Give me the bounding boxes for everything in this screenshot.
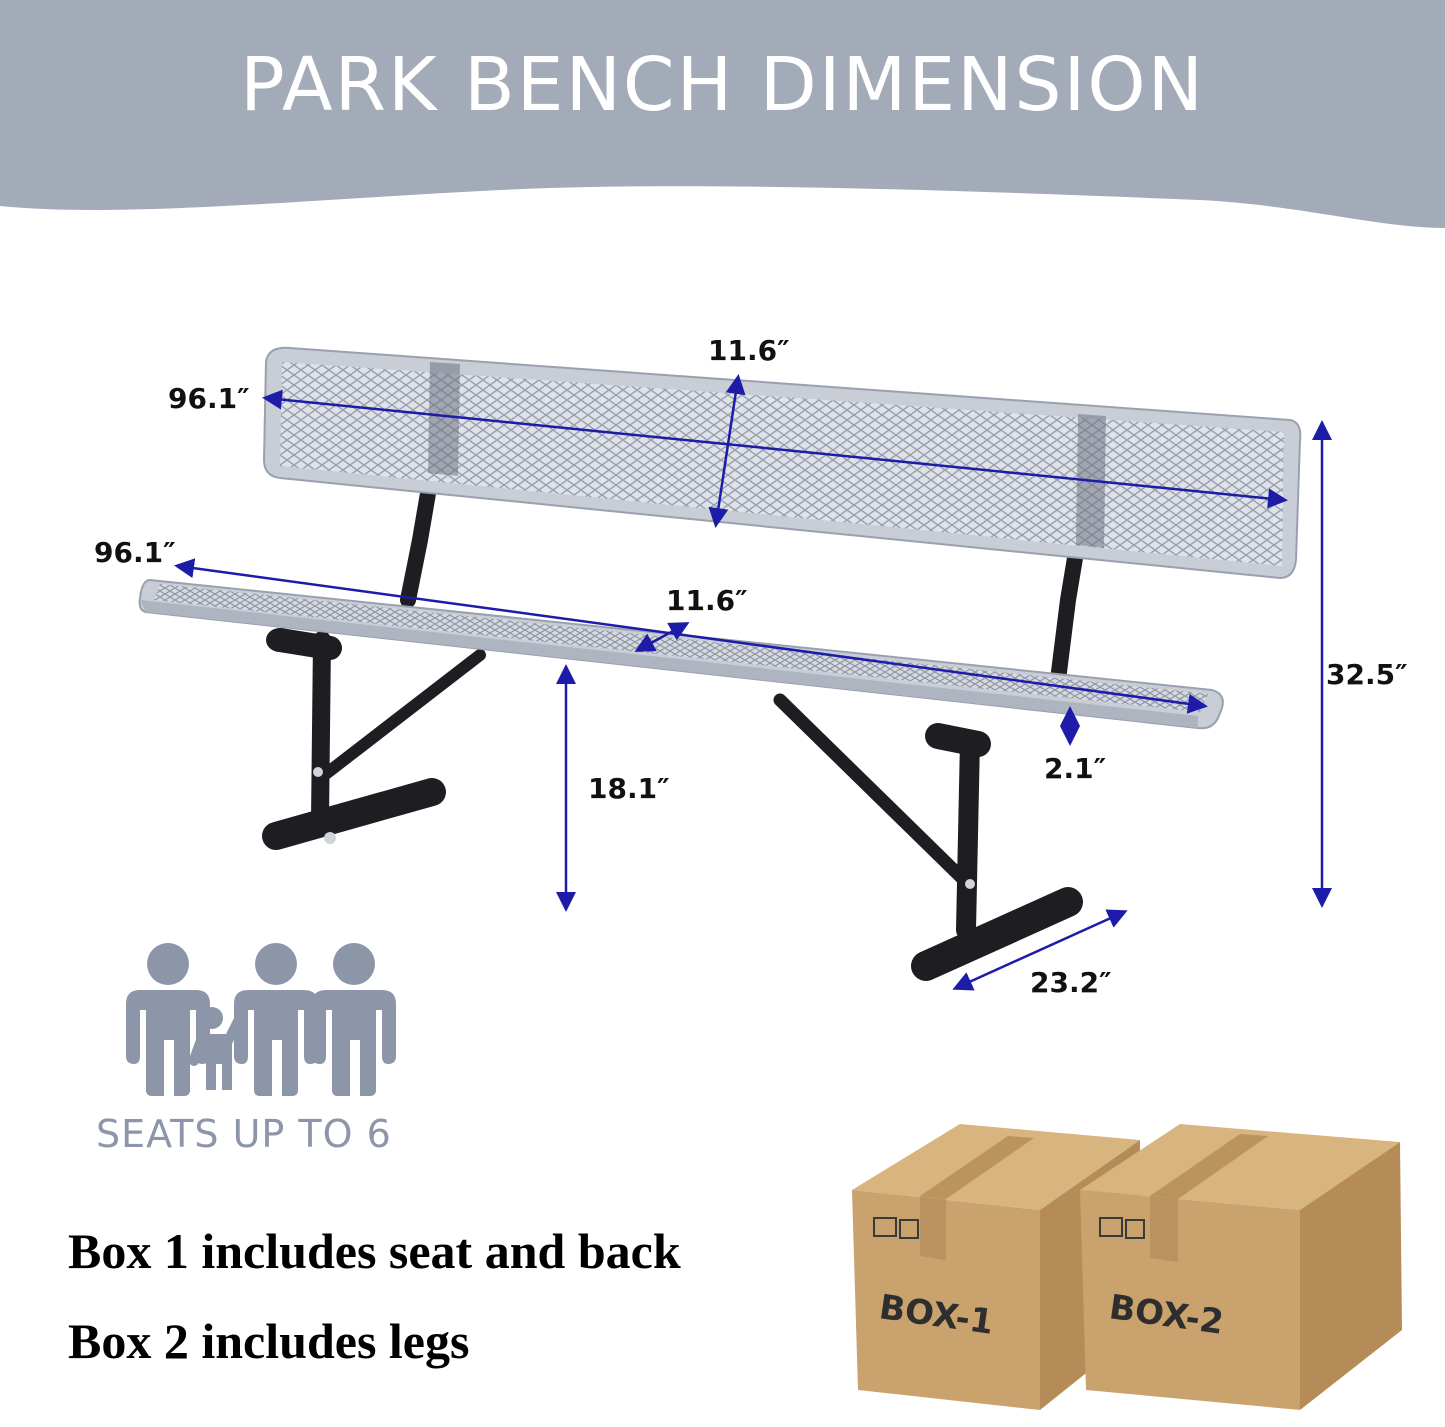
total-height-label: 32.5″ xyxy=(1326,658,1408,691)
seat-height-label: 18.1″ xyxy=(588,772,670,805)
seat-thickness-label: 2.1″ xyxy=(1044,752,1107,785)
box-1-description: Box 1 includes seat and back xyxy=(68,1223,681,1279)
capacity-text: SEATS UP TO 6 xyxy=(96,1112,392,1156)
back-length-label: 96.1″ xyxy=(168,382,250,415)
page-title: PARK BENCH DIMENSION xyxy=(240,42,1205,128)
back-length-arrow xyxy=(262,389,1288,509)
back-support-right xyxy=(1050,532,1086,688)
leg-depth-arrow xyxy=(952,909,1128,991)
header-banner xyxy=(0,0,1445,228)
seat-length-label: 96.1″ xyxy=(94,536,176,569)
seat-depth-label: 11.6″ xyxy=(666,584,748,617)
back-height-arrow xyxy=(708,374,746,528)
dimension-arrows xyxy=(174,374,1332,991)
leg-right xyxy=(773,693,1083,981)
box-2 xyxy=(1080,1124,1402,1410)
people-icon xyxy=(126,943,396,1096)
back-height-label: 11.6″ xyxy=(708,334,790,367)
leg-left xyxy=(262,628,486,850)
box-2-description: Box 2 includes legs xyxy=(68,1313,470,1369)
leg-depth-label: 23.2″ xyxy=(1030,966,1112,999)
seat-depth-arrow xyxy=(634,622,690,652)
seat-length-arrow xyxy=(174,558,1208,714)
